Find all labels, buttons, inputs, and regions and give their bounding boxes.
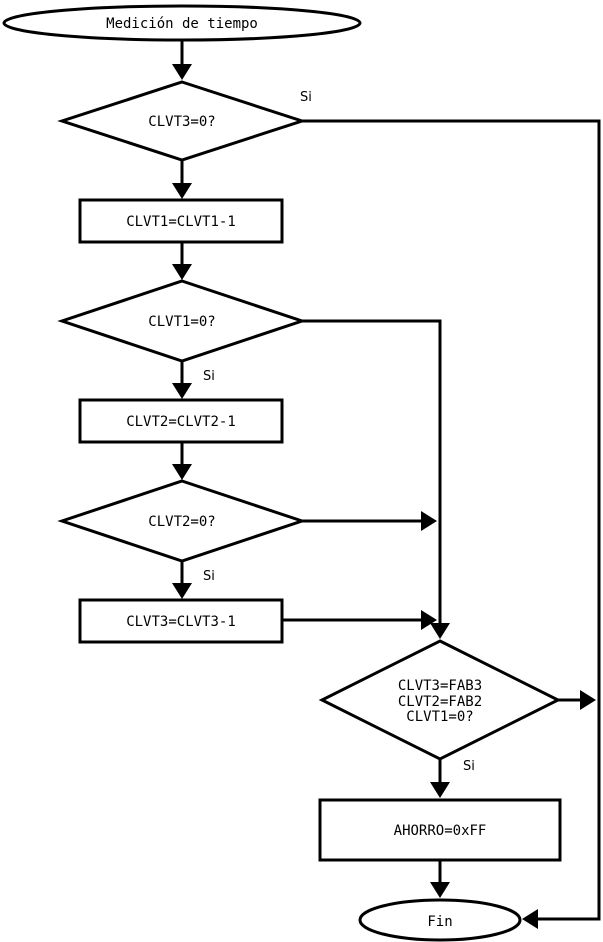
arrowhead-down-icon (430, 782, 450, 798)
arrowhead-down-icon (172, 64, 192, 80)
end-terminator-label: Fin (427, 914, 452, 930)
arrowhead-down-icon (430, 882, 450, 898)
clvt2-si-branch-label: Si (203, 569, 215, 584)
start-terminator-label: Medición de tiempo (106, 16, 258, 32)
start-terminator-shape (2, 4, 362, 42)
edge-clvt3-si-to-fin (302, 119, 601, 921)
node-clvt3-check: CLVT3=0? Si (57, 80, 312, 162)
node-final-check: CLVT3=FAB3 CLVT2=FAB2 CLVT1=0? Si (318, 639, 562, 774)
arrowhead-down-icon (430, 623, 450, 639)
node-clvt1-check: CLVT1=0? Si (57, 279, 307, 384)
final-check-si-branch-label: Si (463, 759, 475, 774)
arrowhead-left-icon (522, 909, 538, 929)
node-start: Medición de tiempo (2, 4, 362, 42)
arrowhead-down-icon (172, 464, 192, 480)
node-clvt2-decrement: CLVT2=CLVT2-1 (78, 398, 284, 444)
node-ahorro: AHORRO=0xFF (318, 798, 562, 862)
node-clvt1-decrement: CLVT1=CLVT1-1 (78, 198, 284, 244)
arrowhead-down-icon (172, 264, 192, 280)
clvt2-check-diamond (57, 479, 307, 563)
clvt3-decrement-box (78, 598, 284, 644)
arrowhead-right-icon (421, 610, 437, 630)
clvt2-decrement-box (78, 398, 284, 444)
clvt1-si-branch-label: Si (203, 369, 215, 384)
arrowhead-right-icon (421, 511, 437, 531)
final-check-label-line2: CLVT2=FAB2 (398, 694, 482, 710)
clvt1-check-diamond (57, 279, 307, 363)
node-clvt3-decrement: CLVT3=CLVT3-1 (78, 598, 284, 644)
clvt3-decrement-label: CLVT3=CLVT3-1 (126, 614, 236, 630)
ahorro-box (318, 798, 562, 862)
arrowhead-down-icon (172, 183, 192, 199)
clvt3-check-diamond (57, 80, 307, 162)
node-end: Fin (358, 898, 522, 942)
clvt2-check-label: CLVT2=0? (148, 514, 215, 530)
clvt1-decrement-box (78, 198, 284, 244)
edge-clvt1-check-to-final-check (302, 319, 442, 624)
clvt2-decrement-label: CLVT2=CLVT2-1 (126, 414, 236, 430)
node-clvt2-check: CLVT2=0? Si (57, 479, 307, 584)
clvt3-check-label: CLVT3=0? (148, 114, 215, 130)
arrowhead-down-icon (172, 383, 192, 399)
arrowhead-right-icon (580, 690, 596, 710)
arrowhead-down-icon (172, 583, 192, 599)
final-check-label-line1: CLVT3=FAB3 (398, 678, 482, 694)
final-check-label-line3: CLVT1=0? (406, 709, 473, 725)
end-terminator-shape (358, 898, 522, 942)
edges (172, 39, 601, 929)
clvt1-decrement-label: CLVT1=CLVT1-1 (126, 214, 236, 230)
clvt1-check-label: CLVT1=0? (148, 314, 215, 330)
final-check-diamond (318, 639, 562, 761)
ahorro-label: AHORRO=0xFF (394, 823, 487, 839)
clvt3-si-branch-label: Si (300, 90, 312, 105)
